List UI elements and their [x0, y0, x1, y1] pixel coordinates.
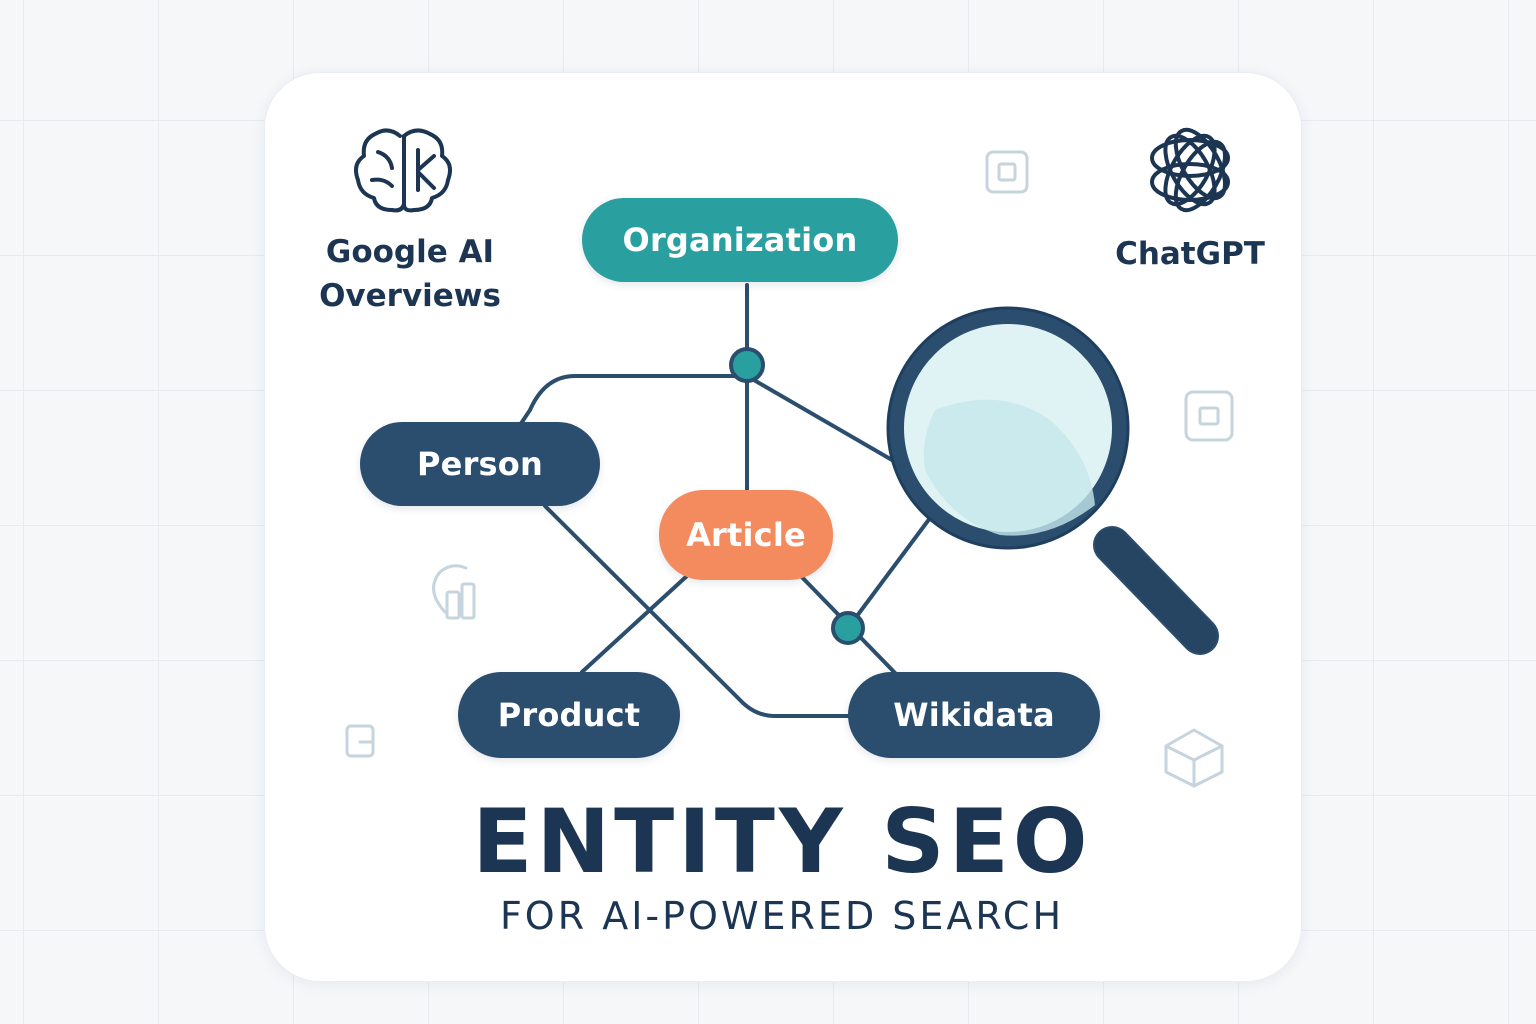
cube-icon	[1164, 728, 1224, 788]
google-ai-overviews-line1: Google AI	[325, 234, 495, 270]
entity-wikidata: Wikidata	[848, 672, 1100, 758]
entity-product: Product	[458, 672, 680, 758]
edge-person-wikidata	[543, 504, 852, 718]
hub-node-bottom	[831, 611, 865, 645]
edge-article-product	[580, 573, 690, 674]
chart-icon	[432, 564, 476, 620]
page-subtitle: FOR AI-POWERED SEARCH	[499, 894, 1065, 938]
magnifying-glass-icon	[886, 306, 1219, 655]
hub-node-top	[729, 347, 765, 383]
edge-hub-person	[516, 374, 749, 430]
entity-organization: Organization	[582, 198, 898, 282]
entity-article: Article	[659, 490, 833, 580]
edge-hub-magnifier	[745, 374, 894, 462]
chatgpt-logo-icon	[1150, 127, 1230, 213]
chatgpt-label: ChatGPT	[1115, 236, 1265, 272]
document-icon	[345, 724, 375, 758]
square-icon-right	[1184, 390, 1234, 442]
google-ai-overviews-line2: Overviews	[319, 278, 501, 314]
entity-person: Person	[360, 422, 600, 506]
page-title: ENTITY SEO	[472, 790, 1092, 893]
edge-magnifier-node	[846, 516, 932, 630]
google-ai-overviews-label: Google AI Overviews	[300, 230, 520, 318]
square-icon-top	[985, 150, 1029, 194]
brain-icon	[354, 128, 452, 213]
